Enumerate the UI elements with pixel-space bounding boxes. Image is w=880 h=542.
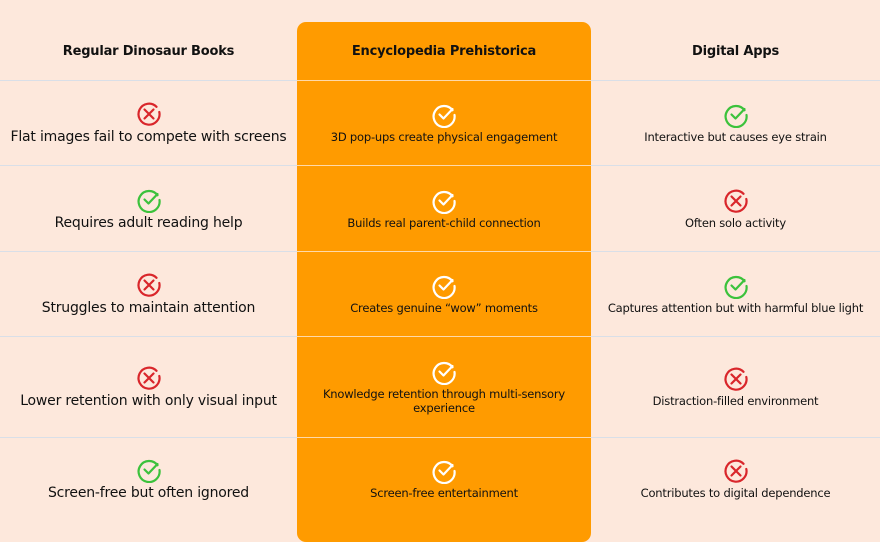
cell-text: 3D pop-ups create physical engagement — [330, 130, 558, 144]
cell-text: Screen-free entertainment — [370, 486, 518, 500]
cell-text: Requires adult reading help — [54, 214, 243, 231]
x-circle-icon — [136, 272, 162, 298]
cell-text: Interactive but causes eye strain — [644, 130, 827, 144]
table-cell: Creates genuine “wow” moments — [297, 251, 591, 336]
cell-text: Creates genuine “wow” moments — [350, 301, 538, 315]
table-cell: Requires adult reading help — [0, 166, 297, 251]
x-circle-icon — [723, 458, 749, 484]
table-cell: Struggles to maintain attention — [0, 252, 297, 336]
table-cell: Lower retention with only visual input — [0, 337, 297, 437]
check-circle-icon — [723, 273, 749, 300]
cell-text: Builds real parent-child connection — [347, 215, 541, 230]
table-row: Flat images fail to compete with screens… — [0, 80, 880, 165]
comparison-table: Regular Dinosaur Books Encyclopedia Preh… — [0, 22, 880, 542]
table-row: Lower retention with only visual input Kn… — [0, 336, 880, 437]
x-circle-icon — [136, 365, 162, 391]
table-cell: Contributes to digital dependence — [591, 438, 880, 520]
cell-text: Knowledge retention through multi-sensor… — [322, 387, 566, 415]
table-row: Requires adult reading help Builds real p… — [0, 165, 880, 251]
table-cell: Knowledge retention through multi-sensor… — [297, 336, 591, 437]
highlight-column-background — [297, 22, 591, 542]
cell-text: Often solo activity — [685, 215, 786, 230]
check-circle-icon — [431, 273, 457, 300]
cell-text: Screen-free but often ignored — [48, 485, 249, 501]
check-circle-icon — [136, 187, 162, 213]
header-regular-books: Regular Dinosaur Books — [62, 43, 235, 59]
table-row: Struggles to maintain attention Creates g… — [0, 251, 880, 336]
check-circle-icon — [431, 102, 457, 129]
cell-text: Contributes to digital dependence — [640, 486, 831, 500]
check-circle-icon — [136, 457, 162, 484]
cell-text: Distraction-filled environment — [652, 394, 819, 408]
x-circle-icon — [723, 366, 749, 392]
table-cell: Distraction-filled environment — [591, 337, 880, 437]
cell-text: Captures attention but with harmful blue… — [607, 301, 864, 315]
table-cell: Screen-free but often ignored — [0, 438, 297, 520]
table-cell: Builds real parent-child connection — [297, 165, 591, 251]
check-circle-icon — [723, 102, 749, 129]
header-encyclopedia: Encyclopedia Prehistorica — [351, 43, 537, 59]
check-circle-icon — [431, 188, 457, 214]
table-cell: Captures attention but with harmful blue… — [591, 252, 880, 336]
check-circle-icon — [431, 359, 457, 386]
table-cell: Screen-free entertainment — [297, 437, 591, 520]
check-circle-icon — [431, 458, 457, 485]
table-row: Screen-free but often ignored Screen-free… — [0, 437, 880, 520]
table-cell: Often solo activity — [591, 166, 880, 251]
header-row: Regular Dinosaur Books Encyclopedia Preh… — [0, 22, 880, 80]
table-cell: Interactive but causes eye strain — [591, 81, 880, 165]
x-circle-icon — [136, 101, 162, 127]
header-digital-apps: Digital Apps — [692, 43, 779, 59]
table-cell: 3D pop-ups create physical engagement — [297, 80, 591, 165]
x-circle-icon — [723, 188, 749, 214]
cell-text: Lower retention with only visual input — [20, 393, 277, 409]
cell-text: Struggles to maintain attention — [41, 300, 256, 316]
table-cell: Flat images fail to compete with screens — [0, 81, 297, 165]
cell-text: Flat images fail to compete with screens — [10, 129, 287, 145]
